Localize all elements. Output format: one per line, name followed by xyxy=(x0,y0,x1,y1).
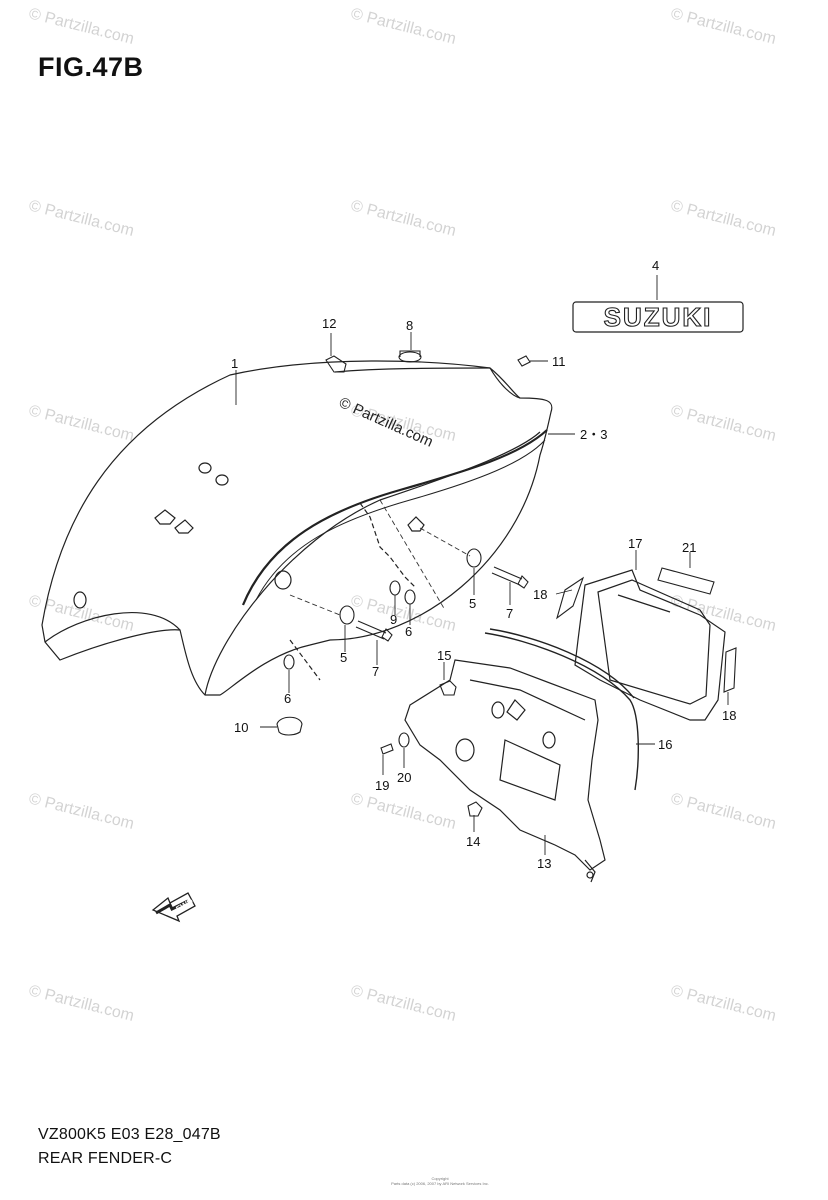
callout-c6b: 6 xyxy=(284,691,291,706)
callout-c7b: 7 xyxy=(372,664,379,679)
callout-c7a: 7 xyxy=(506,606,513,621)
callout-c21: 21 xyxy=(682,540,696,555)
partzilla-watermark: © Partzilla.com xyxy=(349,5,458,48)
partzilla-watermark: © Partzilla.com xyxy=(27,402,136,445)
callout-c8: 8 xyxy=(406,318,413,333)
callout-c11: 11 xyxy=(552,354,566,369)
diagram-code: VZ800K5 E03 E28_047B xyxy=(38,1126,221,1143)
partzilla-watermark: © Partzilla.com xyxy=(27,5,136,48)
section-name: REAR FENDER-C xyxy=(38,1150,173,1167)
callout-labels: 1 2・3 4 5 5 6 6 7 7 8 9 10 11 12 13 14 15 16 17 18 18 19 20 21 xyxy=(231,258,736,871)
partzilla-watermark: © Partzilla.com xyxy=(349,197,458,240)
callout-c19: 19 xyxy=(375,778,389,793)
partzilla-watermark: © Partzilla.com xyxy=(669,402,778,445)
copyright-line-1: Copyright xyxy=(431,1176,449,1181)
partzilla-watermark: © Partzilla.com xyxy=(27,982,136,1025)
partzilla-watermark: © Partzilla.com xyxy=(349,982,458,1025)
callout-c5a: 5 xyxy=(469,596,476,611)
partzilla-watermark: © Partzilla.com xyxy=(669,197,778,240)
partzilla-watermark: © Partzilla.com xyxy=(27,197,136,240)
callout-c6a: 6 xyxy=(405,624,412,639)
partzilla-watermark: © Partzilla.com xyxy=(669,790,778,833)
suzuki-emblem[interactable]: SUZUKI xyxy=(572,301,744,333)
copyright-line-2: Parts data (c) 2006, 2007 by ARI Network… xyxy=(391,1181,489,1186)
callout-c4: 4 xyxy=(652,258,659,273)
watermark-layer: © Partzilla.com © Partzilla.com © Partzill… xyxy=(27,5,778,1025)
lamp-bracket[interactable] xyxy=(574,569,726,721)
figure-title: FIG.47B xyxy=(38,52,144,82)
callout-c5b: 5 xyxy=(340,650,347,665)
partzilla-watermark: © Partzilla.com xyxy=(669,5,778,48)
callout-c10: 10 xyxy=(234,720,248,735)
callout-c14: 14 xyxy=(466,834,480,849)
partzilla-watermark: © Partzilla.com xyxy=(669,592,778,635)
partzilla-watermark: © Partzilla.com xyxy=(349,592,458,635)
callout-c23: 2・3 xyxy=(580,427,607,442)
callout-c16: 16 xyxy=(658,737,672,752)
forward-arrow-icon: FWD xyxy=(151,892,196,923)
license-bracket[interactable] xyxy=(404,659,606,883)
callout-c9: 9 xyxy=(390,612,397,627)
callout-c20: 20 xyxy=(397,770,411,785)
emblem-text: SUZUKI xyxy=(604,302,713,332)
callout-c17: 17 xyxy=(628,536,642,551)
partzilla-watermark: © Partzilla.com xyxy=(349,790,458,833)
callout-c1: 1 xyxy=(231,356,238,371)
leader-lines xyxy=(235,275,729,855)
copyright-note: Copyright Parts data (c) 2006, 2007 by A… xyxy=(360,1176,520,1186)
callout-c15: 15 xyxy=(437,648,451,663)
assembly-guide-lines xyxy=(289,499,471,616)
callout-c13: 13 xyxy=(537,856,551,871)
wire-harness[interactable] xyxy=(484,628,639,791)
partzilla-watermark: © Partzilla.com xyxy=(669,982,778,1025)
rear-fender[interactable] xyxy=(41,360,553,696)
callout-c12: 12 xyxy=(322,316,336,331)
partzilla-watermark: © Partzilla.com xyxy=(27,790,136,833)
callout-c18b: 18 xyxy=(722,708,736,723)
callout-c18a: 18 xyxy=(533,587,547,602)
